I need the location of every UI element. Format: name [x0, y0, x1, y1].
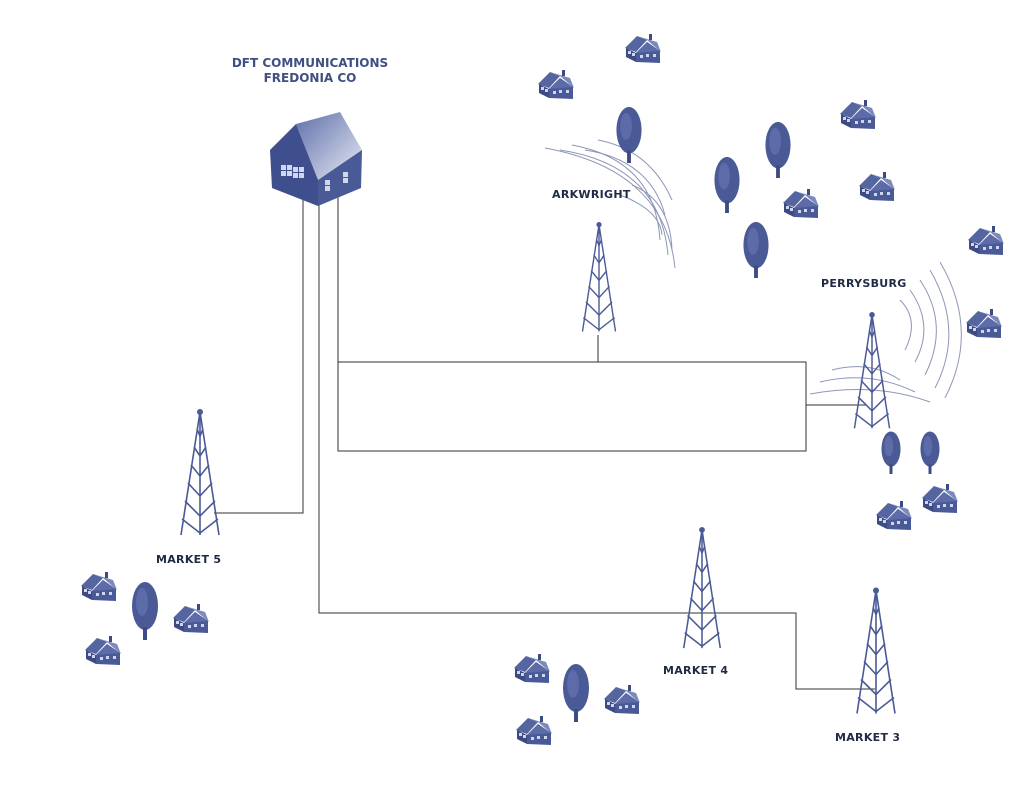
cell-tower-icon [853, 312, 891, 430]
house-icon [625, 34, 661, 63]
house-icon [966, 309, 1002, 338]
cell-tower-icon [856, 586, 896, 715]
tower-label-perrysburg: PERRYSBURG [821, 277, 907, 290]
tower-label-market4: MARKET 4 [663, 664, 729, 677]
house-icon [859, 172, 895, 201]
office-building-icon [270, 112, 362, 206]
house-icon [173, 604, 209, 633]
link-hq-market5 [214, 197, 304, 514]
cell-tower-icon [180, 408, 220, 536]
connection-lines [214, 197, 875, 690]
house-icon [516, 716, 552, 745]
house-icon [514, 654, 550, 683]
cell-tower-icon [682, 527, 722, 649]
tree-icon [714, 156, 740, 213]
tower-label-market3: MARKET 3 [835, 731, 901, 744]
tower-label-arkwright: ARKWRIGHT [552, 188, 631, 201]
tree-icon [132, 582, 158, 640]
tree-icon [920, 431, 940, 474]
headquarters-name: DFT COMMUNICATIONS [231, 56, 389, 70]
tree-icon [881, 431, 901, 474]
house-icon [538, 70, 574, 99]
house-icon [604, 685, 640, 714]
headquarters-label: DFT COMMUNICATIONS FREDONIA CO [214, 56, 406, 86]
headquarters-location: FREDONIA CO [263, 71, 357, 85]
house-icon [876, 501, 912, 530]
tower-label-market5: MARKET 5 [156, 553, 222, 566]
tree-icon [563, 664, 589, 722]
house-icon [968, 226, 1004, 255]
house-icon [81, 572, 117, 601]
house-icon [85, 636, 121, 665]
cell-tower-icon [581, 222, 617, 333]
link-hq-loop [337, 197, 807, 452]
tree-icon [765, 121, 791, 178]
tree-icon [743, 221, 769, 278]
house-icon [922, 484, 958, 513]
house-icon [840, 100, 876, 129]
signal-waves-icon [544, 139, 676, 269]
link-hq-market4-market3 [318, 197, 875, 690]
house-icon [783, 189, 819, 218]
tree-icon [616, 106, 642, 163]
